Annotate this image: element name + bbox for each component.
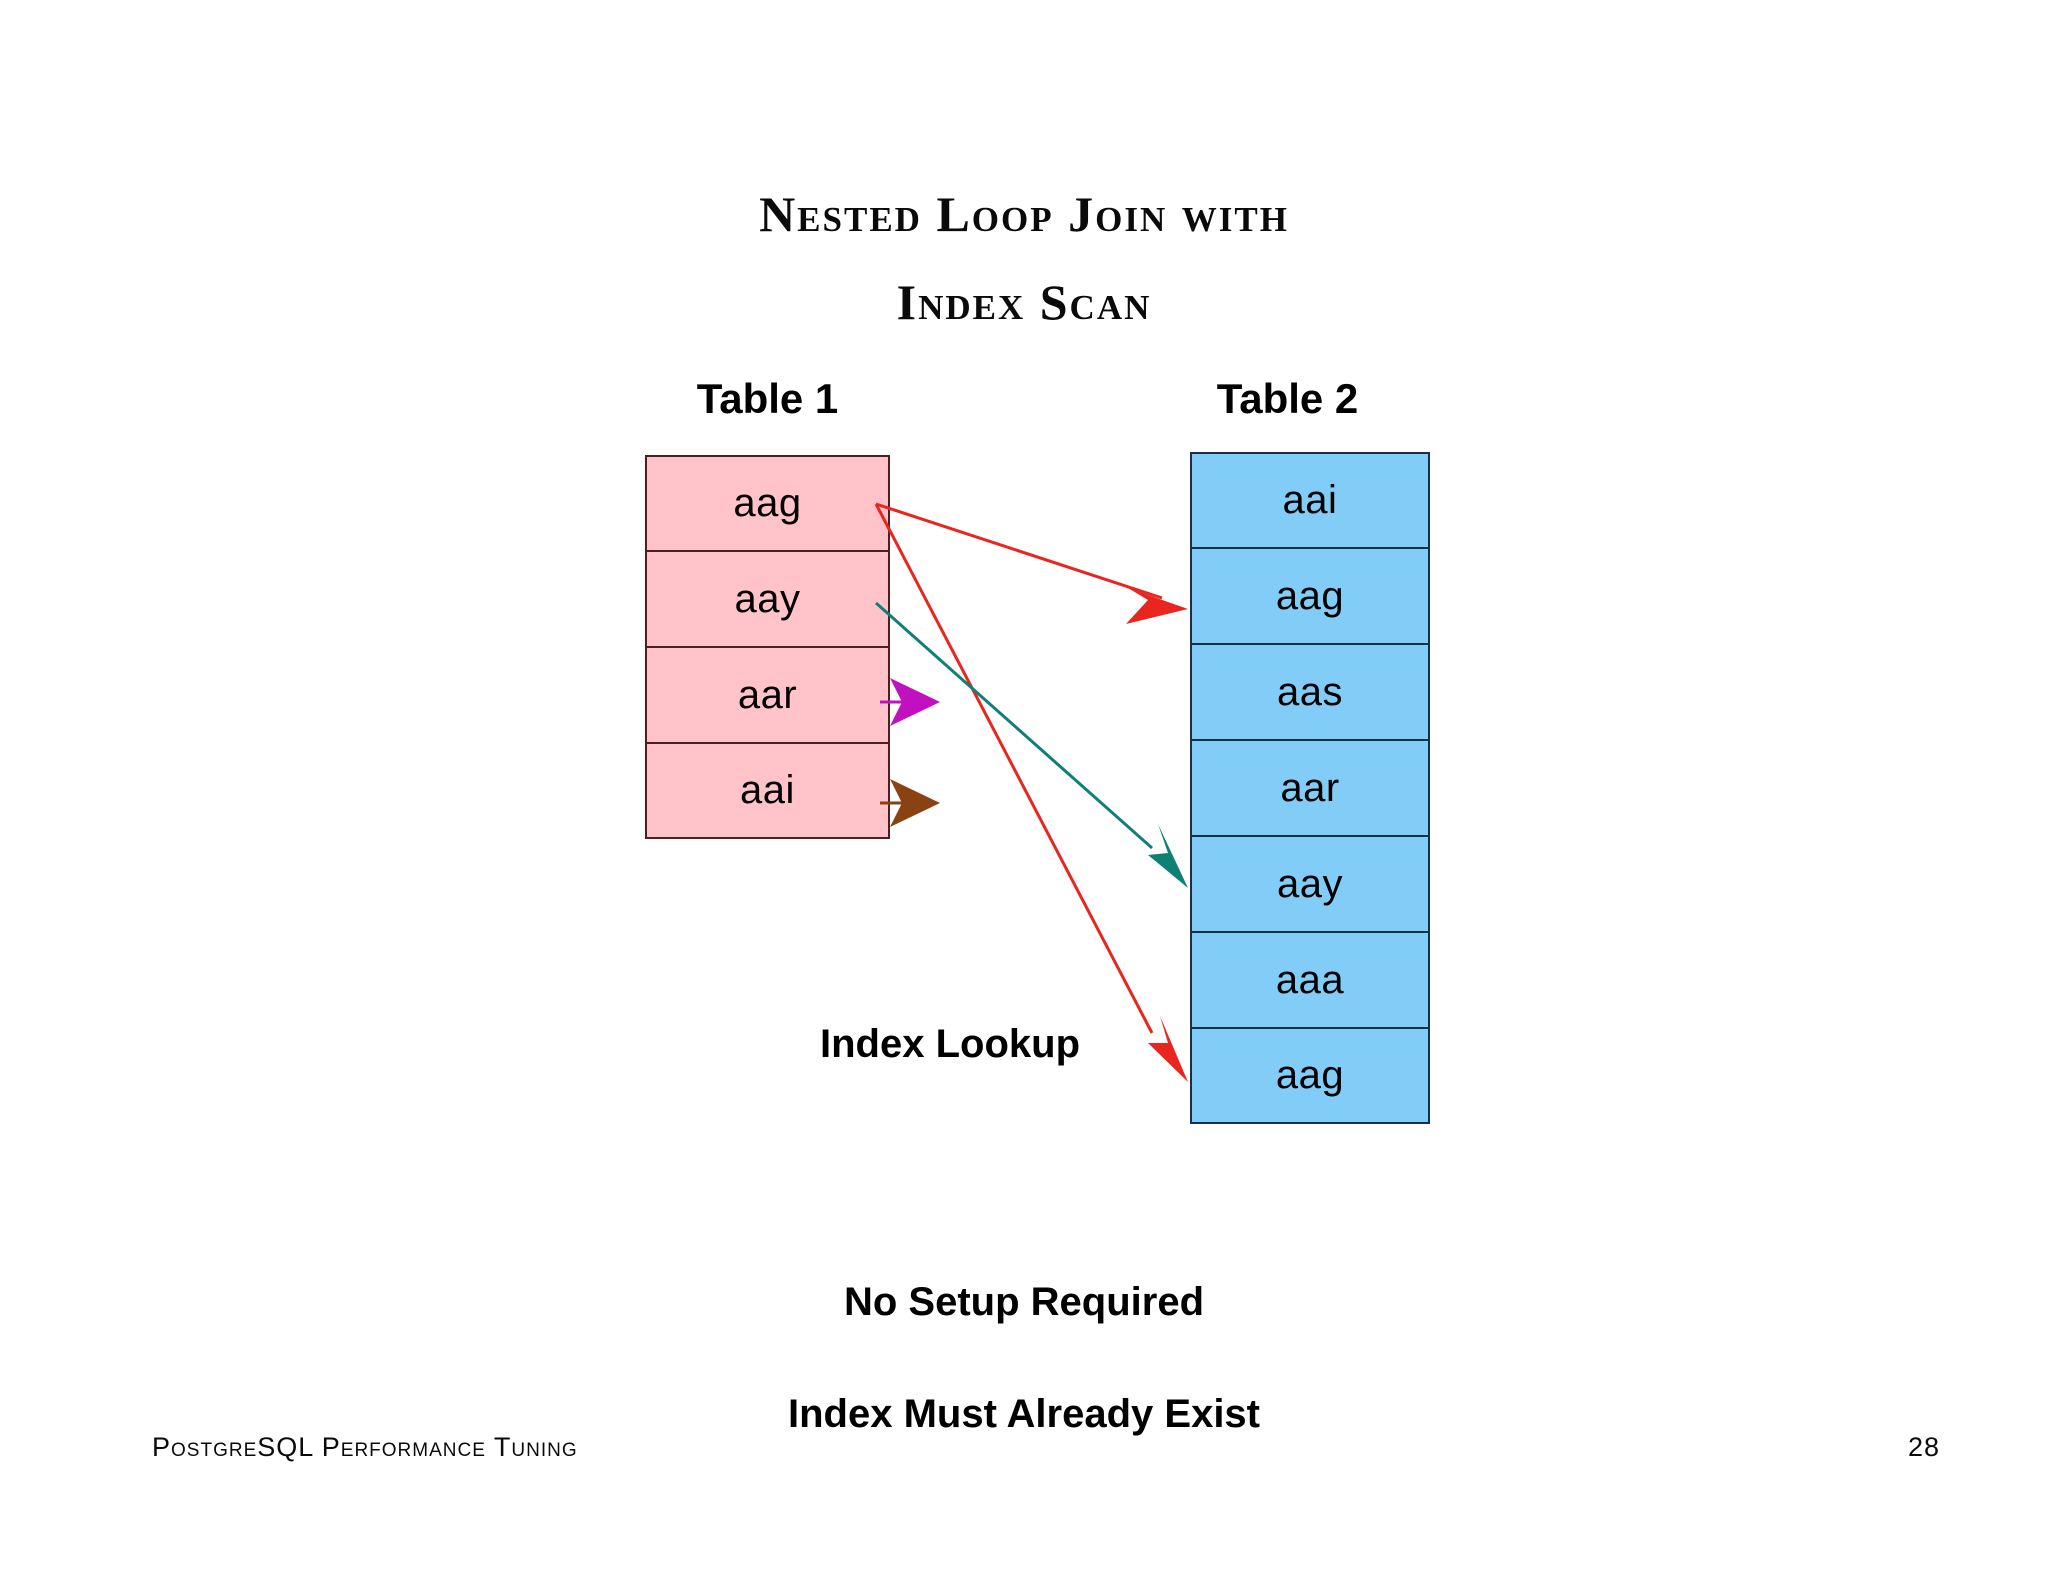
table-1-heading: Table 1 <box>696 375 839 422</box>
page-title-line-1: Nested Loop Join with <box>759 186 1289 242</box>
page-number: 28 <box>1907 1432 1940 1462</box>
page-title-line-2: Index Scan <box>896 274 1152 330</box>
table-2: aai aag aas aar aay aaa aag <box>1190 452 1430 1124</box>
arrow-aay-to-aay <box>875 601 1188 888</box>
table-row: aas <box>1190 644 1430 740</box>
arrow-aag-to-aag-row7 <box>874 503 1188 1082</box>
table-row: aay <box>1190 836 1430 932</box>
table-2-heading: Table 2 <box>1216 375 1359 422</box>
caption-index-must-already-exist: Index Must Already Exist <box>788 1392 1260 1436</box>
table-row: aag <box>645 455 890 551</box>
table-row: aag <box>1190 548 1430 644</box>
table-row: aar <box>645 647 890 743</box>
footer-title: PostgreSQL Performance Tuning <box>152 1432 578 1462</box>
index-lookup-label: Index Lookup <box>820 1022 1080 1066</box>
table-row: aar <box>1190 740 1430 836</box>
table-row: aay <box>645 551 890 647</box>
table-row: aaa <box>1190 932 1430 1028</box>
arrow-aag-to-aag-row2 <box>875 502 1188 624</box>
table-1: aag aay aar aai <box>645 455 890 839</box>
caption-no-setup-required: No Setup Required <box>843 1280 1205 1324</box>
page-title: Nested Loop Join with Index Scan <box>0 170 2048 346</box>
table-row: aai <box>645 743 890 839</box>
table-row: aai <box>1190 452 1430 548</box>
table-row: aag <box>1190 1028 1430 1124</box>
